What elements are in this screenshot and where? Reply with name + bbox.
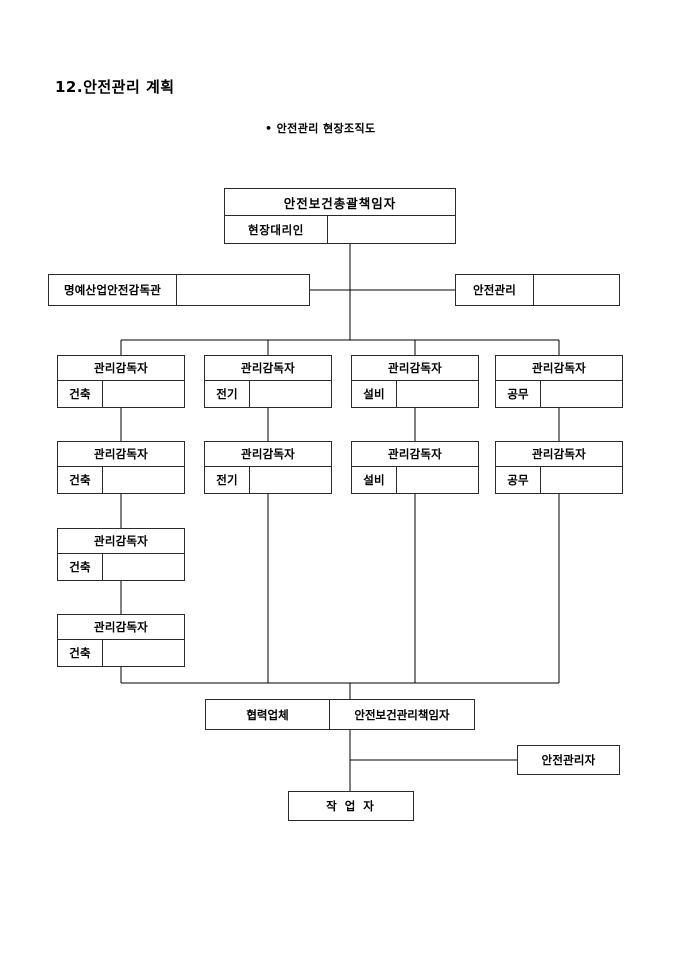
node-safety-officer[interactable]: 안전관리자 bbox=[517, 745, 620, 775]
node-value[interactable] bbox=[103, 640, 184, 666]
node-supervisor[interactable]: 관리감독자 공무 bbox=[495, 355, 623, 408]
node-row: 안전관리 bbox=[456, 275, 619, 305]
partner-safety-manager-label: 안전보건관리책임자 bbox=[354, 707, 450, 722]
node-supervisor[interactable]: 관리감독자 건축 bbox=[57, 528, 185, 581]
node-supervisor[interactable]: 관리감독자 전기 bbox=[204, 355, 332, 408]
role-value[interactable] bbox=[328, 216, 455, 243]
node-title: 관리감독자 bbox=[205, 442, 331, 468]
node-title: 안전보건총괄책임자 bbox=[225, 189, 455, 216]
node-general-safety-supervisor[interactable]: 안전보건총괄책임자 현장대리인 bbox=[224, 188, 456, 244]
node-worker[interactable]: 작 업 자 bbox=[288, 791, 414, 821]
node-row: 공무 bbox=[496, 381, 622, 407]
node-row: 건축 bbox=[58, 640, 184, 666]
node-value[interactable] bbox=[541, 467, 622, 493]
node-label: 안전관리 bbox=[456, 275, 534, 305]
discipline-tag: 건축 bbox=[58, 640, 103, 666]
node-row: 설비 bbox=[352, 467, 478, 493]
node-label: 명예산업안전감독관 bbox=[49, 275, 177, 305]
page-title: 12.안전관리 계획 bbox=[55, 78, 175, 96]
node-row: 건축 bbox=[58, 467, 184, 493]
partner-label: 협력업체 bbox=[206, 700, 330, 729]
node-row: 공무 bbox=[496, 467, 622, 493]
node-row: 전기 bbox=[205, 467, 331, 493]
node-honorary-safety-inspector[interactable]: 명예산업안전감독관 bbox=[48, 274, 310, 306]
discipline-tag: 건축 bbox=[58, 467, 103, 493]
discipline-tag: 공무 bbox=[496, 467, 541, 493]
node-supervisor[interactable]: 관리감독자 설비 bbox=[351, 441, 479, 494]
node-row: 설비 bbox=[352, 381, 478, 407]
node-title: 관리감독자 bbox=[352, 442, 478, 468]
node-supervisor[interactable]: 관리감독자 전기 bbox=[204, 441, 332, 494]
node-role-row: 현장대리인 bbox=[225, 216, 455, 243]
node-value[interactable] bbox=[397, 467, 478, 493]
discipline-tag: 공무 bbox=[496, 381, 541, 407]
node-title: 관리감독자 bbox=[58, 442, 184, 468]
node-value[interactable] bbox=[534, 275, 619, 305]
discipline-tag: 설비 bbox=[352, 381, 397, 407]
node-value[interactable] bbox=[103, 554, 184, 580]
discipline-tag: 건축 bbox=[58, 381, 103, 407]
discipline-tag: 전기 bbox=[205, 381, 250, 407]
node-partner-company[interactable]: 협력업체 안전보건관리책임자 bbox=[205, 699, 475, 730]
node-supervisor[interactable]: 관리감독자 건축 bbox=[57, 355, 185, 408]
node-supervisor[interactable]: 관리감독자 설비 bbox=[351, 355, 479, 408]
node-title: 작 업 자 bbox=[326, 799, 376, 813]
node-title: 관리감독자 bbox=[496, 442, 622, 468]
node-title: 안전관리자 bbox=[541, 753, 596, 767]
node-value[interactable] bbox=[103, 467, 184, 493]
node-value[interactable] bbox=[177, 275, 309, 305]
node-supervisor[interactable]: 관리감독자 건축 bbox=[57, 614, 185, 667]
node-value[interactable] bbox=[541, 381, 622, 407]
discipline-tag: 설비 bbox=[352, 467, 397, 493]
node-row: 건축 bbox=[58, 381, 184, 407]
node-value[interactable] bbox=[397, 381, 478, 407]
role-tag: 현장대리인 bbox=[225, 216, 328, 243]
node-supervisor[interactable]: 관리감독자 건축 bbox=[57, 441, 185, 494]
node-title: 관리감독자 bbox=[58, 356, 184, 382]
node-supervisor[interactable]: 관리감독자 공무 bbox=[495, 441, 623, 494]
node-value[interactable] bbox=[103, 381, 184, 407]
discipline-tag: 건축 bbox=[58, 554, 103, 580]
node-title: 관리감독자 bbox=[58, 529, 184, 555]
node-title: 관리감독자 bbox=[352, 356, 478, 382]
chart-subtitle: • 안전관리 현장조직도 bbox=[265, 122, 376, 135]
node-row: 명예산업안전감독관 bbox=[49, 275, 309, 305]
node-row: 전기 bbox=[205, 381, 331, 407]
node-title: 관리감독자 bbox=[496, 356, 622, 382]
node-title: 관리감독자 bbox=[58, 615, 184, 641]
discipline-tag: 전기 bbox=[205, 467, 250, 493]
node-value[interactable] bbox=[250, 467, 331, 493]
node-row: 건축 bbox=[58, 554, 184, 580]
node-value[interactable] bbox=[250, 381, 331, 407]
node-safety-management[interactable]: 안전관리 bbox=[455, 274, 620, 306]
node-title: 관리감독자 bbox=[205, 356, 331, 382]
